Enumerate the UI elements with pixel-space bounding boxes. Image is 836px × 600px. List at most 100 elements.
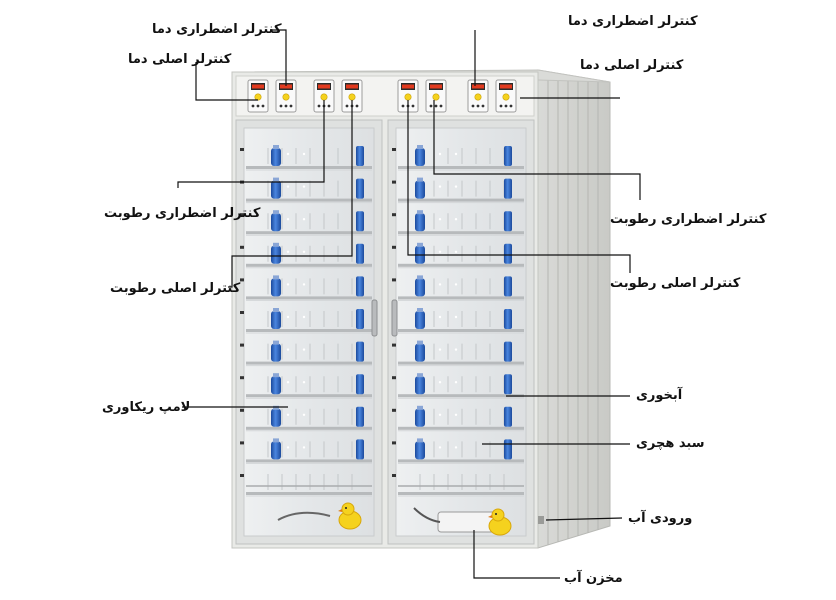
- tray-shelf: [398, 166, 524, 169]
- controller-group: [247, 79, 517, 113]
- label-water-tank: مخزن آب: [564, 571, 623, 586]
- water-drinker-bottle: [504, 146, 512, 166]
- controller-button: [481, 104, 485, 108]
- tray-shelf: [398, 492, 524, 495]
- recovery-lamp-bulb: [271, 148, 281, 166]
- chick-icon: [320, 93, 328, 101]
- controller-button: [261, 104, 265, 108]
- hatcher-tray: [398, 177, 524, 204]
- tray-group: [240, 145, 524, 497]
- recovery-lamp-bulb: [271, 376, 281, 395]
- controller-button: [284, 104, 288, 108]
- water-drinker-bottle: [504, 243, 512, 264]
- hatcher-tray: [398, 405, 524, 432]
- tray-shelf: [246, 394, 372, 398]
- label-main-temp-left: کنترلر اصلی دما: [128, 52, 232, 67]
- tray-shelf: [398, 394, 524, 398]
- hatcher-tray: [246, 373, 372, 399]
- water-drinker-bottle: [356, 374, 364, 395]
- chick-icon: [488, 508, 512, 536]
- label-main-temp-right: کنترلر اصلی دما: [580, 58, 684, 73]
- water-drinker-bottle: [356, 341, 364, 362]
- label-aux-temp-right: کنترلر اضطراری دما: [568, 14, 698, 29]
- controller-unit: [425, 79, 447, 113]
- controller-unit: [467, 79, 489, 113]
- water-drinker-bottle: [356, 276, 364, 297]
- label-water-drinker: آبخوری: [636, 388, 683, 403]
- chick-icon: [348, 93, 356, 101]
- recovery-lamp-bulb: [415, 180, 425, 199]
- water-drinker-bottle: [356, 309, 364, 329]
- tray-shelf: [246, 296, 372, 300]
- controller-button: [509, 104, 513, 108]
- tray-shelf: [398, 231, 524, 235]
- water-drinker-bottle: [356, 211, 364, 232]
- hatcher-tray: [246, 405, 372, 432]
- tray-shelf: [398, 361, 524, 365]
- chick-icon: [282, 93, 290, 101]
- chick-icon: [502, 93, 510, 101]
- hatcher-tray: [398, 242, 524, 269]
- controller-unit: [495, 79, 517, 113]
- label-recovery-lamp: لامپ ریکاوری: [102, 400, 191, 415]
- water-drinker-bottle: [356, 146, 364, 166]
- controller-button: [439, 104, 443, 108]
- tray-shelf: [398, 263, 524, 267]
- tray-shelf: [398, 198, 524, 202]
- water-drinker-bottle: [504, 211, 512, 232]
- recovery-lamp-bulb: [271, 408, 281, 427]
- water-drinker-bottle: [356, 439, 364, 460]
- tray-shelf: [246, 231, 372, 235]
- recovery-lamp-bulb: [415, 441, 425, 460]
- water-drinker-bottle: [504, 178, 512, 199]
- hatcher-tray: [398, 340, 524, 367]
- recovery-lamp-bulb: [415, 343, 425, 362]
- controller-button: [504, 104, 508, 108]
- tray-shelf: [398, 459, 524, 463]
- controller-button: [345, 104, 349, 108]
- hatcher-tray: [398, 210, 524, 236]
- hatcher-tray: [246, 438, 372, 464]
- recovery-lamp-bulb: [415, 376, 425, 395]
- tray-shelf: [398, 426, 524, 430]
- water-drinker-bottle: [504, 374, 512, 395]
- door-handles: [371, 299, 398, 337]
- hatcher-tray: [246, 210, 372, 236]
- water-drinker-bottle: [504, 406, 512, 427]
- hatcher-tray: [398, 275, 524, 301]
- controller-button: [355, 104, 359, 108]
- controller-button: [411, 104, 415, 108]
- label-main-humidity-right: کنترلر اصلی رطوبت: [610, 276, 741, 291]
- controller-button: [434, 104, 438, 108]
- water-drinker-bottle: [356, 178, 364, 199]
- bottom-compartment: [246, 485, 524, 533]
- controller-unit: [341, 79, 363, 113]
- cabinet-side: [537, 69, 611, 549]
- chick-icon: [404, 93, 412, 101]
- controller-button: [256, 104, 260, 108]
- recovery-lamp-bulb: [271, 213, 281, 232]
- controller-button: [471, 104, 475, 108]
- hatcher-tray: [398, 373, 524, 399]
- chick-icon: [254, 93, 262, 101]
- hatcher-tray: [246, 340, 372, 367]
- controller-button: [317, 104, 321, 108]
- controller-button: [327, 104, 331, 108]
- hatcher-tray: [398, 474, 524, 497]
- hatcher-tray: [246, 308, 372, 334]
- label-main-humidity-left: کنترلر اصلی رطوبت: [110, 281, 241, 296]
- recovery-lamp-bulb: [415, 148, 425, 166]
- hatcher-tray: [398, 308, 524, 334]
- controller-button: [279, 104, 283, 108]
- water-drinker-bottle: [504, 276, 512, 297]
- controller-button: [401, 104, 405, 108]
- tray-shelf: [398, 296, 524, 300]
- recovery-lamp-bulb: [271, 245, 281, 264]
- controller-unit: [275, 79, 297, 113]
- water-drinker-bottle: [356, 243, 364, 264]
- tray-shelf: [246, 459, 372, 463]
- hatcher-tray: [246, 275, 372, 301]
- recovery-lamp-bulb: [271, 180, 281, 199]
- recovery-lamp-bulb: [271, 343, 281, 362]
